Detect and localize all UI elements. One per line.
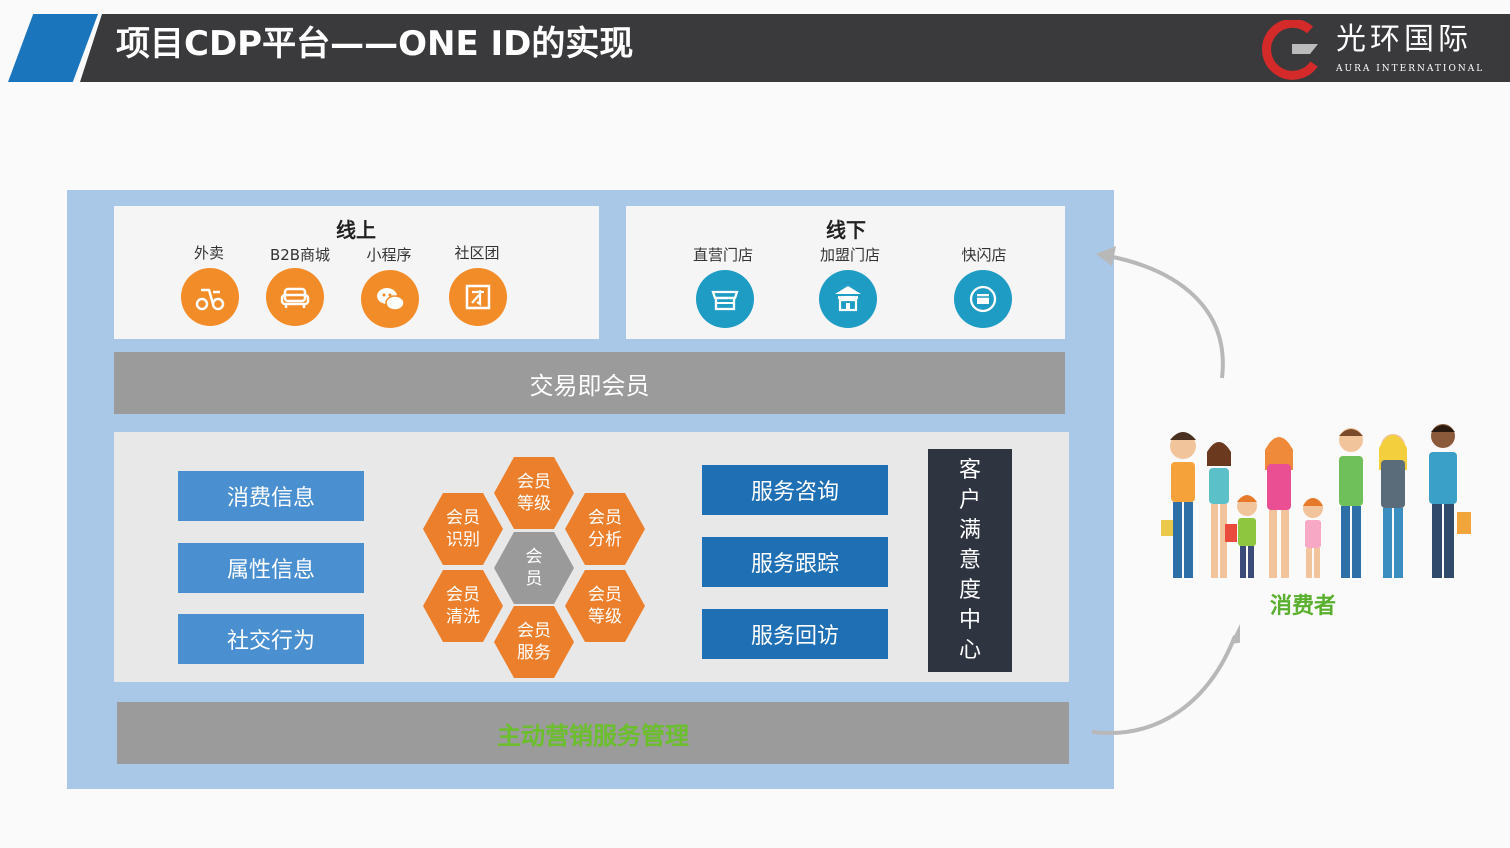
social-behavior-box: 社交行为 <box>178 614 364 664</box>
attribute-info-box: 属性信息 <box>178 543 364 593</box>
trade-member-bar: 交易即会员 <box>114 352 1065 414</box>
customer-satisfaction-center: 客 户 满 意 度 中 心 <box>928 449 1012 672</box>
arrow-head-top <box>1096 246 1116 266</box>
service-consult-box: 服务咨询 <box>702 465 888 515</box>
logo-icon <box>1258 18 1322 84</box>
service-tracking-box: 服务跟踪 <box>702 537 888 587</box>
store-icon <box>696 270 754 328</box>
offline-title: 线下 <box>826 218 866 242</box>
popup-store-icon <box>954 270 1012 328</box>
consumer-label: 消费者 <box>1270 594 1337 619</box>
channel-label-b2b: B2B商城 <box>269 246 331 264</box>
sofa-icon <box>266 268 324 326</box>
hex-member-identification: 会员 识别 <box>423 493 503 565</box>
logo-name: 光环国际 <box>1336 22 1472 57</box>
wechat-icon <box>361 270 419 328</box>
channel-label-franchise-store: 加盟门店 <box>819 246 880 264</box>
consumers-illustration <box>1161 424 1471 578</box>
online-title: 线上 <box>336 218 376 242</box>
channel-label-direct-store: 直营门店 <box>692 246 753 264</box>
franchise-store-icon <box>819 270 877 328</box>
scooter-icon <box>181 268 239 326</box>
group-icon <box>449 268 507 326</box>
active-marketing-bar: 主动营销服务管理 <box>117 702 1069 764</box>
flow-arrows <box>1091 246 1240 735</box>
channel-label-takeout: 外卖 <box>193 244 224 262</box>
page-title: 项目CDP平台——ONE ID的实现 <box>116 24 634 64</box>
hex-member-cleansing: 会员 清洗 <box>423 570 503 642</box>
arrow-head-bottom <box>1230 624 1240 644</box>
channel-label-miniprogram: 小程序 <box>366 246 412 264</box>
channel-label-community: 社区团 <box>454 244 500 262</box>
consumption-info-box: 消费信息 <box>178 471 364 521</box>
service-revisit-box: 服务回访 <box>702 609 888 659</box>
logo-subtitle: AURA INTERNATIONAL <box>1336 64 1485 74</box>
channel-label-popup-store: 快闪店 <box>961 246 1007 264</box>
